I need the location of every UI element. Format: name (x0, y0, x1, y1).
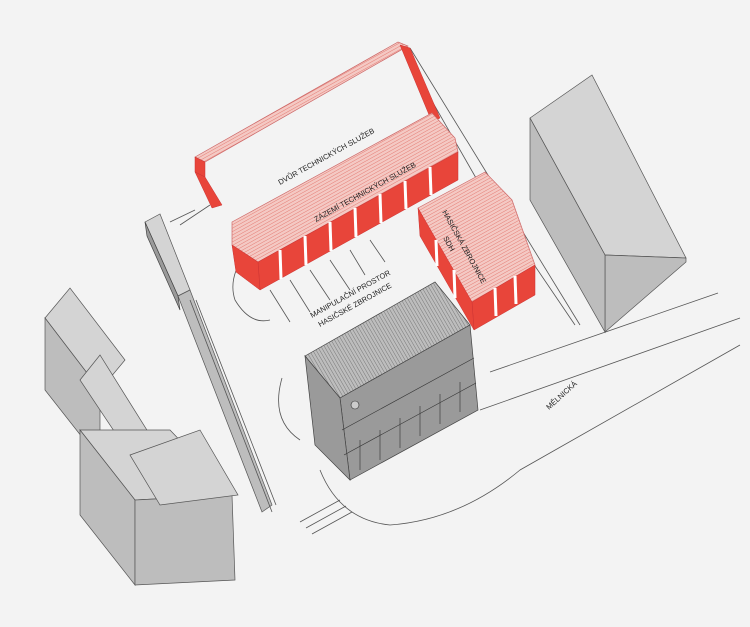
main-building (304, 281, 479, 481)
parking-lines (269, 239, 386, 323)
clock-icon (350, 400, 360, 410)
right-building (529, 74, 687, 334)
fire-station-building (417, 171, 536, 331)
left-buildings (44, 287, 239, 587)
street-label: MĚLNICKÁ (544, 379, 579, 411)
courtyard-wall (194, 41, 441, 209)
service-building (231, 112, 459, 291)
service-building-pillars (278, 166, 433, 280)
left-narrow-building (144, 213, 277, 513)
